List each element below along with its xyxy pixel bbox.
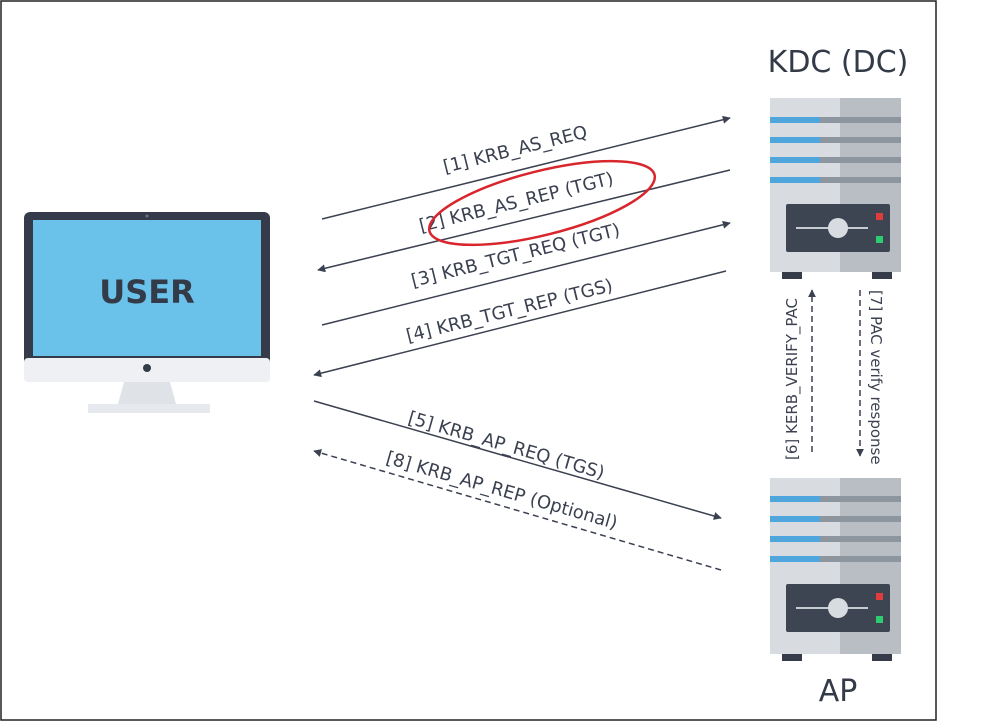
highlight-ellipse [427,159,657,247]
arrow-2 [317,169,731,273]
user-computer-icon [24,212,270,413]
user-label: USER [99,273,195,311]
ap-server-icon [770,478,901,661]
kdc-label: KDC (DC) [768,45,909,80]
message-label-7: [7] PAC verify response [867,290,885,465]
message-label-6: [6] KERB_VERIFY_PAC [783,298,802,460]
arrow-3 [321,220,731,326]
kdc-server-icon [770,98,901,279]
ap-label: AP [819,674,858,709]
arrow-5 [313,400,722,520]
arrow-8 [313,449,722,571]
arrow-1 [321,115,731,220]
arrow-4 [313,270,727,378]
